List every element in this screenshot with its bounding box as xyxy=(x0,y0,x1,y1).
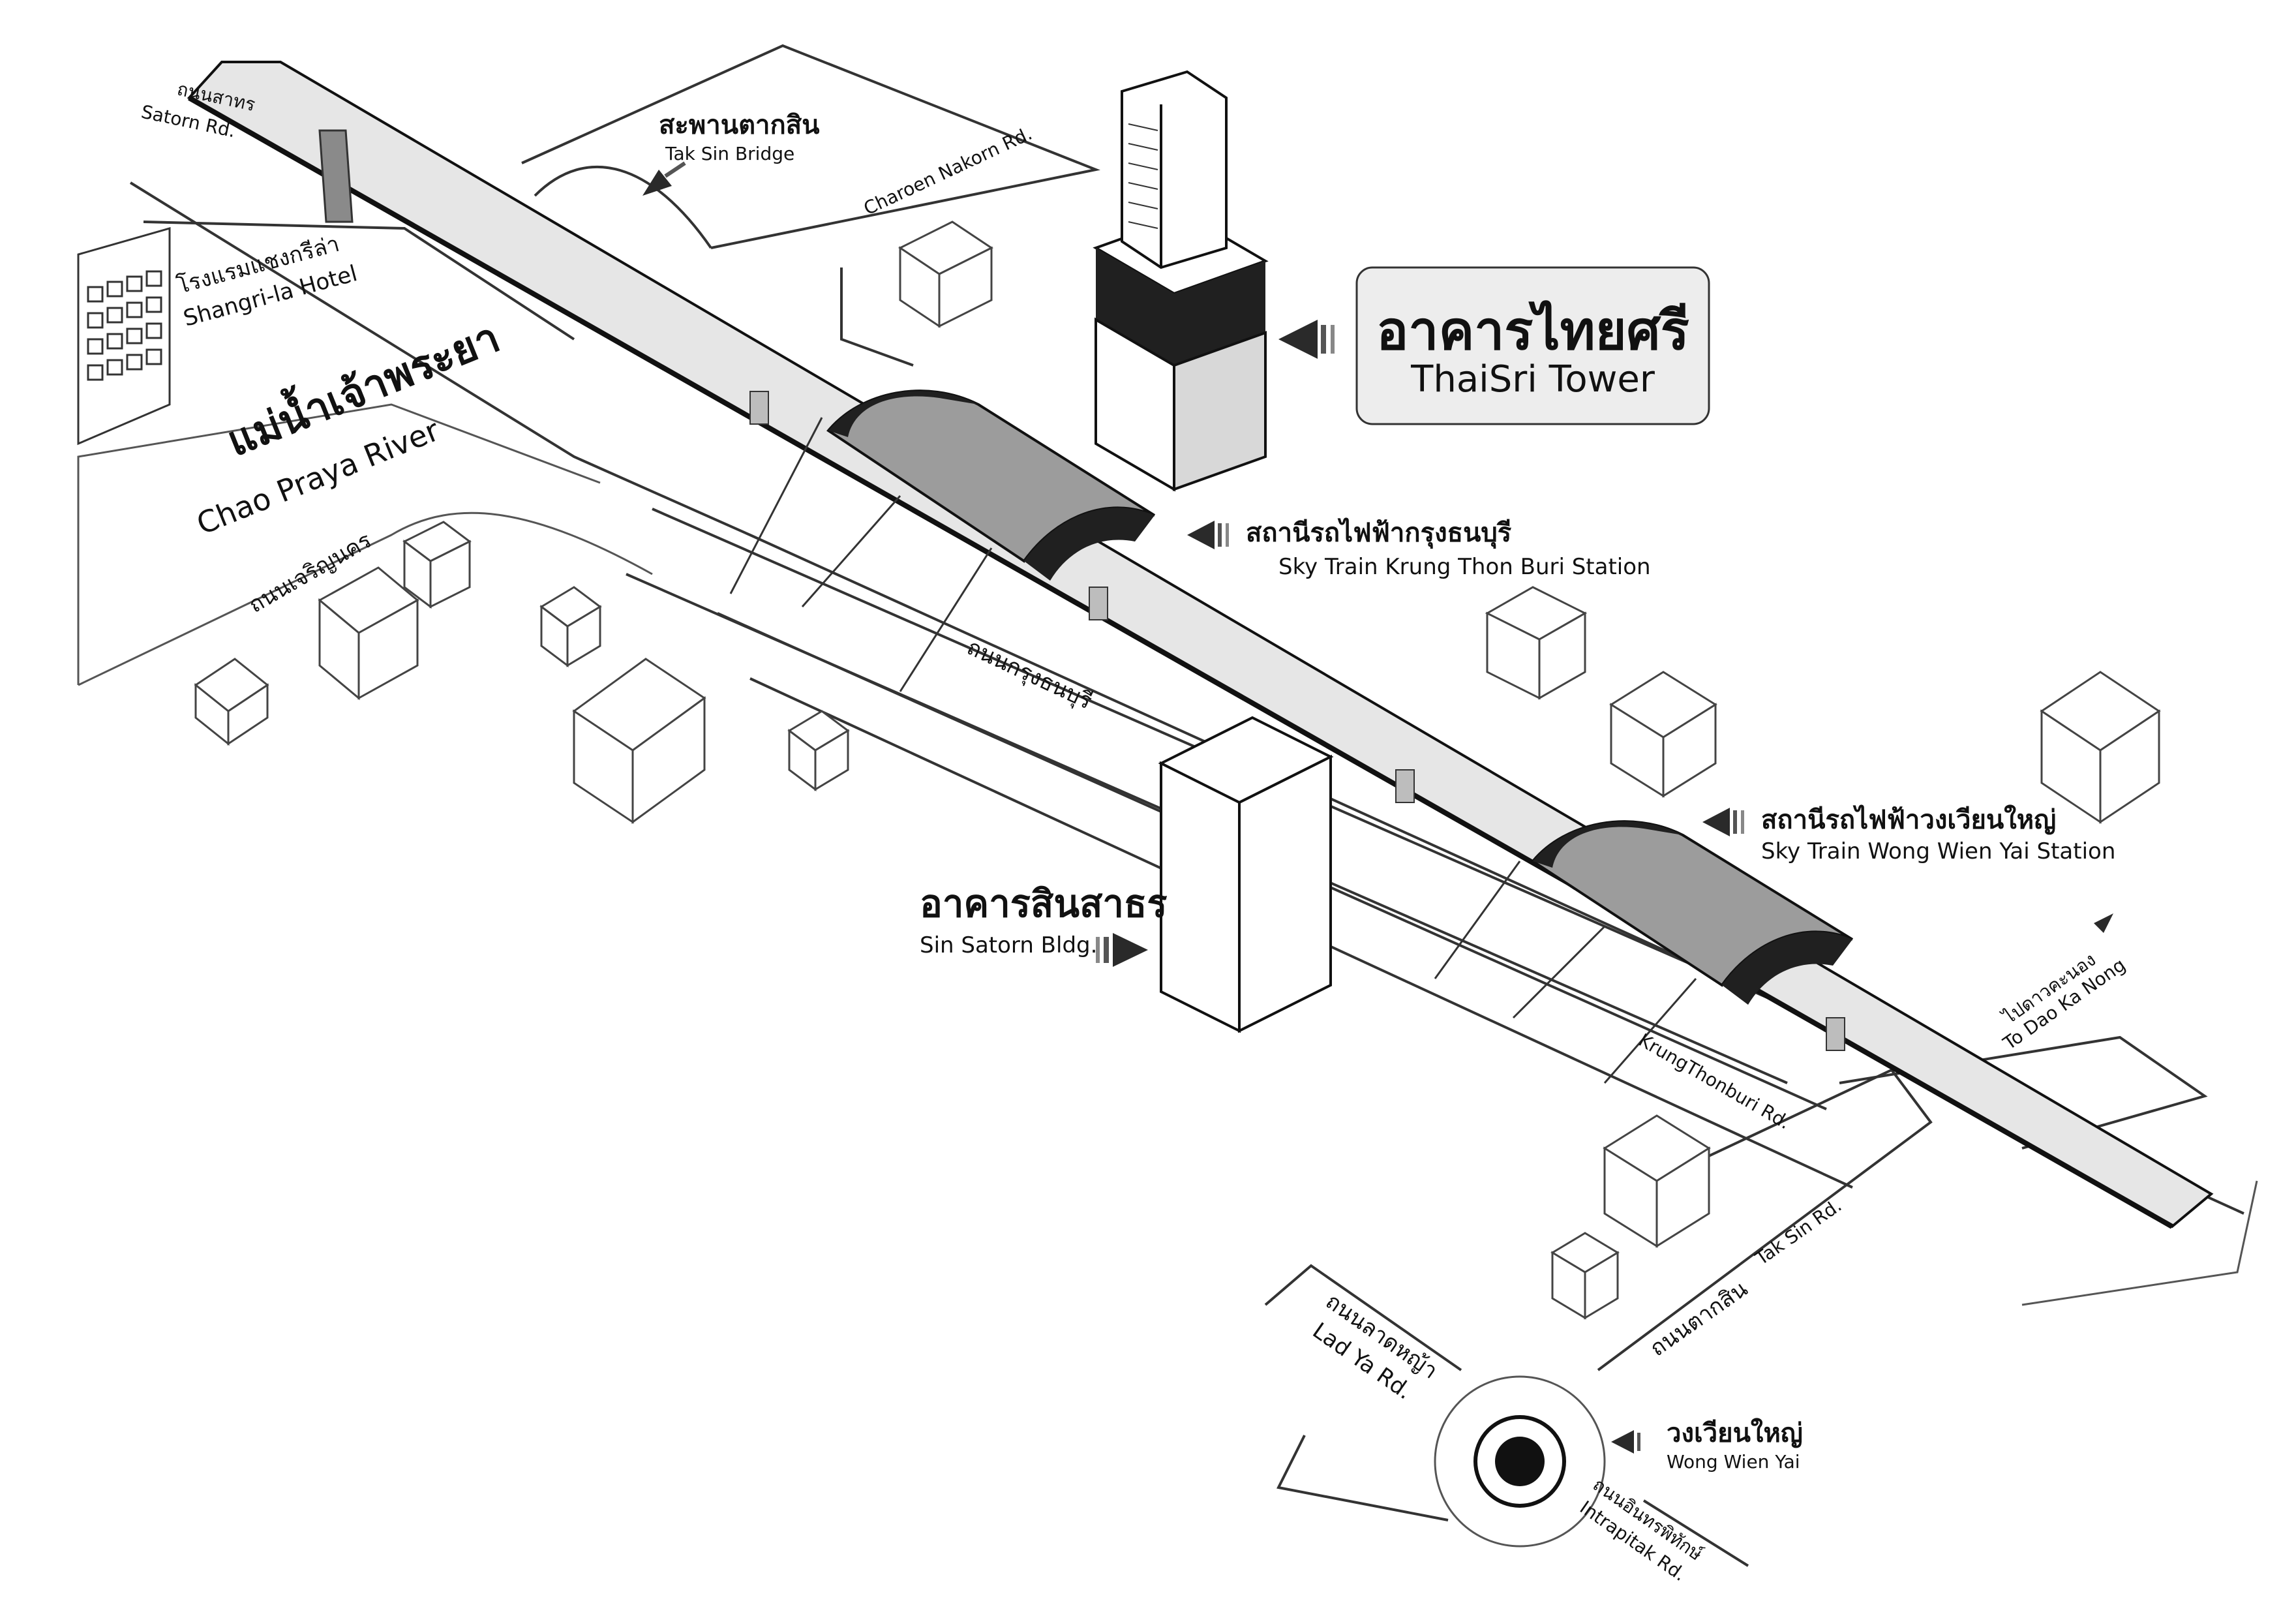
wong-wien-yai-en: Wong Wien Yai xyxy=(1667,1451,1800,1473)
arrow-down-left-icon xyxy=(642,161,686,196)
wong-wien-yai-circle-label: วงเวียนใหญ่ Wong Wien Yai xyxy=(1611,1418,1803,1473)
wong-wien-yai-station-label: สถานีรถไฟฟ้าวงเวียนใหญ่ Sky Train Wong W… xyxy=(1702,804,2115,864)
wong-wien-yai-roundabout xyxy=(1434,1375,1606,1548)
krung-thonburi-road-th: ถนนกรุงธนบุรี xyxy=(963,634,1096,714)
building xyxy=(1485,586,1588,700)
dao-kanong-direction: ไปดาวคะนอง To Dao Ka Nong xyxy=(1998,913,2130,1054)
krung-thon-buri-station-th: สถานีรถไฟฟ้ากรุงธนบุรี xyxy=(1246,517,1512,549)
wong-wien-yai-station-en: Sky Train Wong Wien Yai Station xyxy=(1761,838,2115,864)
sin-satorn-name-en: Sin Satorn Bldg. xyxy=(920,932,1097,958)
arrow-left-icon xyxy=(1187,521,1229,549)
thaisri-tower-building xyxy=(1093,70,1269,492)
charoen-nakorn-road-en: Charoen Nakorn Rd. xyxy=(860,123,1035,219)
tak-sin-bridge-th: สะพานตากสิน xyxy=(659,110,819,140)
building xyxy=(194,658,269,746)
building xyxy=(572,658,706,824)
arrow-left-icon xyxy=(1702,808,1744,836)
building xyxy=(1550,1232,1620,1320)
sin-satorn-building xyxy=(1158,716,1334,1033)
building xyxy=(787,710,850,791)
shangri-la-hotel-building xyxy=(77,227,171,446)
wong-wien-yai-th: วงเวียนใหญ่ xyxy=(1667,1418,1803,1448)
tak-sin-bridge-label: สะพานตากสิน Tak Sin Bridge xyxy=(642,110,819,196)
thaisri-tower-name-en: ThaiSri Tower xyxy=(1410,358,1655,401)
wong-wien-yai-station-th: สถานีรถไฟฟ้าวงเวียนใหญ่ xyxy=(1761,804,2056,835)
sin-satorn-name-th: อาคารสินสาธร xyxy=(920,881,1168,926)
tak-sin-road-en: Tak Sin Rd. xyxy=(1751,1195,1845,1270)
building xyxy=(2040,671,2161,824)
arrow-up-right-icon xyxy=(2094,913,2113,933)
building xyxy=(318,566,419,701)
tak-sin-bridge-en: Tak Sin Bridge xyxy=(665,143,794,164)
background-buildings xyxy=(194,221,2161,1320)
station-canopy-wong-wien-yai xyxy=(1434,820,1854,1084)
krung-thon-buri-station-en: Sky Train Krung Thon Buri Station xyxy=(1278,554,1651,580)
building xyxy=(539,586,602,667)
building xyxy=(402,521,472,609)
arrow-left-icon xyxy=(1611,1430,1640,1454)
building xyxy=(898,221,993,328)
sin-satorn-label: อาคารสินสาธร Sin Satorn Bldg. xyxy=(920,881,1168,967)
station-canopy-krung-thon-buri xyxy=(729,389,1156,692)
tak-sin-road-th: ถนนตากสิน xyxy=(1645,1275,1753,1362)
highlight-arrow-icon xyxy=(1278,320,1335,359)
building xyxy=(1603,1114,1711,1248)
arrow-right-icon xyxy=(1096,933,1148,967)
thaisri-tower-label: อาคารไทยศรี ThaiSri Tower xyxy=(1278,266,1710,425)
krung-thon-buri-station-label: สถานีรถไฟฟ้ากรุงธนบุรี Sky Train Krung T… xyxy=(1187,517,1651,580)
thaisri-tower-name-th: อาคารไทยศรี xyxy=(1376,300,1689,362)
building xyxy=(1609,671,1717,798)
